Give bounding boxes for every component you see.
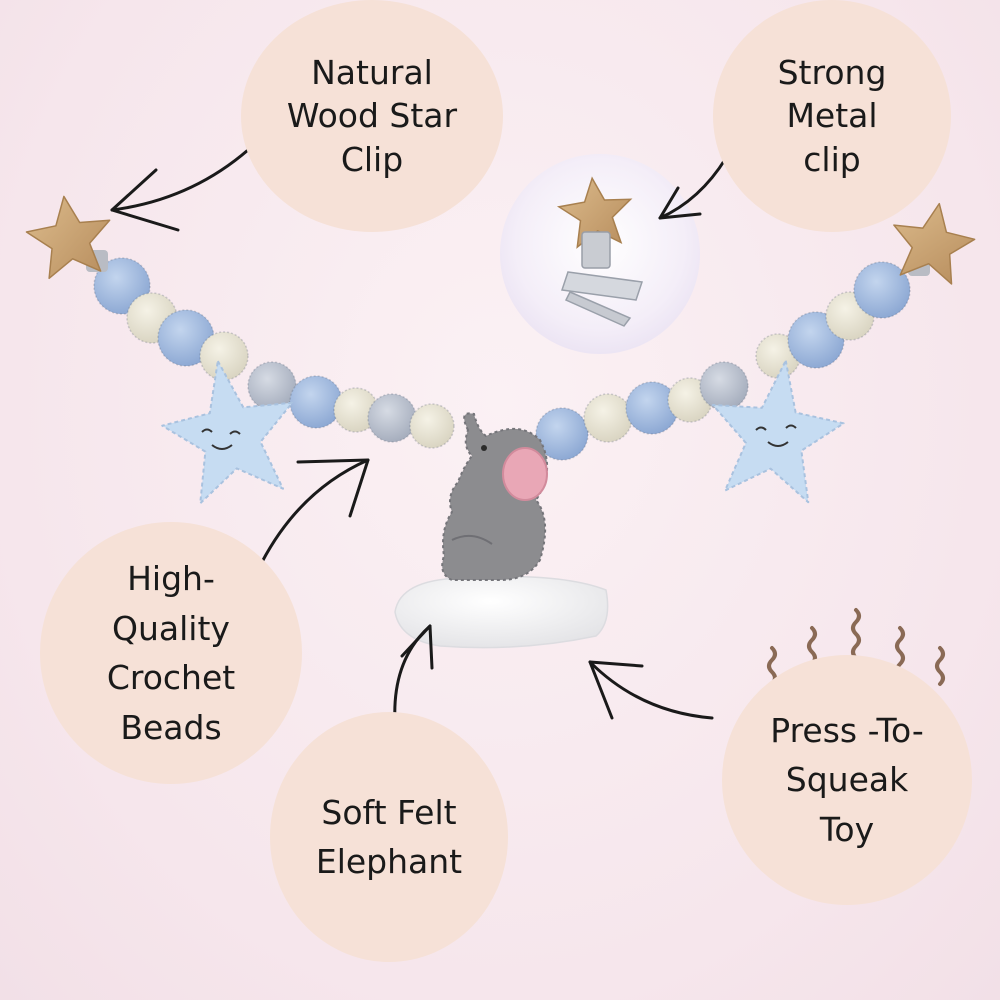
callout-metal-clip-text: Strong Metal clip <box>777 52 887 179</box>
callout-wood-star-clip: Natural Wood Star Clip <box>241 0 503 232</box>
right-felt-star <box>711 359 845 504</box>
crochet-bead <box>853 261 911 319</box>
callout-metal-clip: Strong Metal clip <box>713 0 951 232</box>
crochet-bead-strand <box>93 257 911 461</box>
callout-squeak-toy-text: Press -To- Squeak Toy <box>770 710 924 849</box>
left-felt-star <box>161 360 294 505</box>
felt-elephant <box>441 412 549 581</box>
crochet-bead <box>409 403 455 449</box>
crochet-bead <box>289 375 343 429</box>
crochet-bead <box>583 393 633 443</box>
callout-crochet-beads: High- Quality Crochet Beads <box>40 522 302 784</box>
metal-clip-photo <box>500 154 700 354</box>
callout-felt-elephant: Soft Felt Elephant <box>270 712 508 962</box>
arrow-to-squeak-toy <box>588 660 714 720</box>
felt-pillow <box>394 575 609 649</box>
callout-wood-star-clip-text: Natural Wood Star Clip <box>286 52 458 179</box>
arrow-to-beads <box>260 458 370 564</box>
right-wood-star-clip <box>893 202 976 285</box>
callout-felt-elephant-text: Soft Felt Elephant <box>315 792 463 882</box>
arrow-to-elephant <box>393 624 434 724</box>
crochet-bead <box>535 407 589 461</box>
left-wood-star-clip <box>25 195 111 280</box>
arrow-to-metal-clip <box>658 156 728 220</box>
arrow-to-wood-clip <box>110 148 250 232</box>
callout-crochet-beads-text: High- Quality Crochet Beads <box>106 559 236 747</box>
crochet-bead <box>367 393 417 443</box>
crochet-bead <box>699 361 749 411</box>
callout-squeak-toy: Press -To- Squeak Toy <box>722 655 972 905</box>
